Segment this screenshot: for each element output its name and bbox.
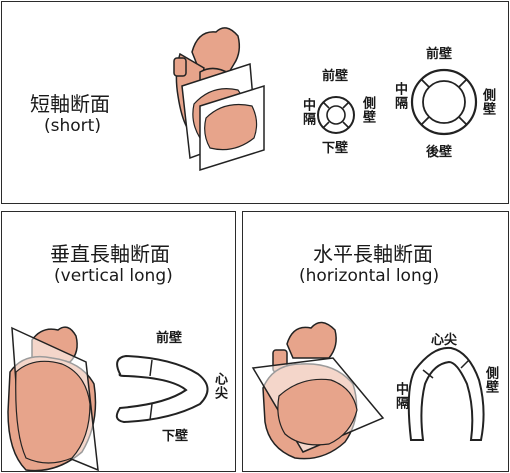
- short-axis-panel: 短軸断面 (short): [1, 1, 509, 204]
- horizontal-apex-label: 心尖: [431, 333, 458, 348]
- large-ring-septal-label: 中隔: [392, 82, 407, 110]
- horizontal-long-title: 水平長軸断面: [313, 242, 433, 266]
- horizontal-long-panel: 水平長軸断面 (horizontal long) 心尖 中隔 側壁: [242, 211, 509, 472]
- horizontal-lateral-label: 側壁: [483, 366, 498, 394]
- short-axis-title: 短軸断面: [30, 92, 110, 116]
- vertical-long-ventricle: [115, 354, 209, 424]
- small-ring-anterior-label: 前壁: [322, 69, 349, 84]
- vertical-anterior-label: 前壁: [156, 331, 183, 346]
- small-ring-inferior-label: 下壁: [322, 141, 349, 156]
- vertical-inferior-label: 下壁: [162, 429, 189, 444]
- large-ring-lateral-label: 側壁: [480, 88, 495, 116]
- vertical-long-panel: 垂直長軸断面 (vertical long) 前壁 心尖 下壁: [1, 211, 236, 472]
- horizontal-long-illustration: [251, 321, 485, 460]
- vertical-long-subtitle: (vertical long): [54, 266, 173, 286]
- heart-section-back: [204, 103, 258, 151]
- large-ring-anterior-label: 前壁: [426, 47, 453, 62]
- horizontal-long-subtitle: (horizontal long): [299, 266, 440, 286]
- horizontal-septal-label: 中隔: [393, 382, 408, 410]
- short-axis-illustration: [173, 27, 478, 172]
- heart-section-vertical: [15, 360, 91, 464]
- short-axis-small-ring: [317, 96, 355, 134]
- vertical-apex-label: 心尖: [212, 372, 227, 400]
- horizontal-long-ventricle: [407, 346, 485, 441]
- heart-section-horizontal: [277, 378, 358, 446]
- small-ring-lateral-label: 側壁: [360, 96, 375, 124]
- short-axis-subtitle: (short): [44, 116, 101, 136]
- small-ring-septal-label: 中隔: [300, 98, 315, 126]
- short-axis-large-ring: [410, 68, 478, 136]
- vertical-long-title: 垂直長軸断面: [50, 242, 170, 266]
- vertical-long-illustration: [7, 326, 209, 471]
- large-ring-posterior-label: 後壁: [426, 145, 453, 160]
